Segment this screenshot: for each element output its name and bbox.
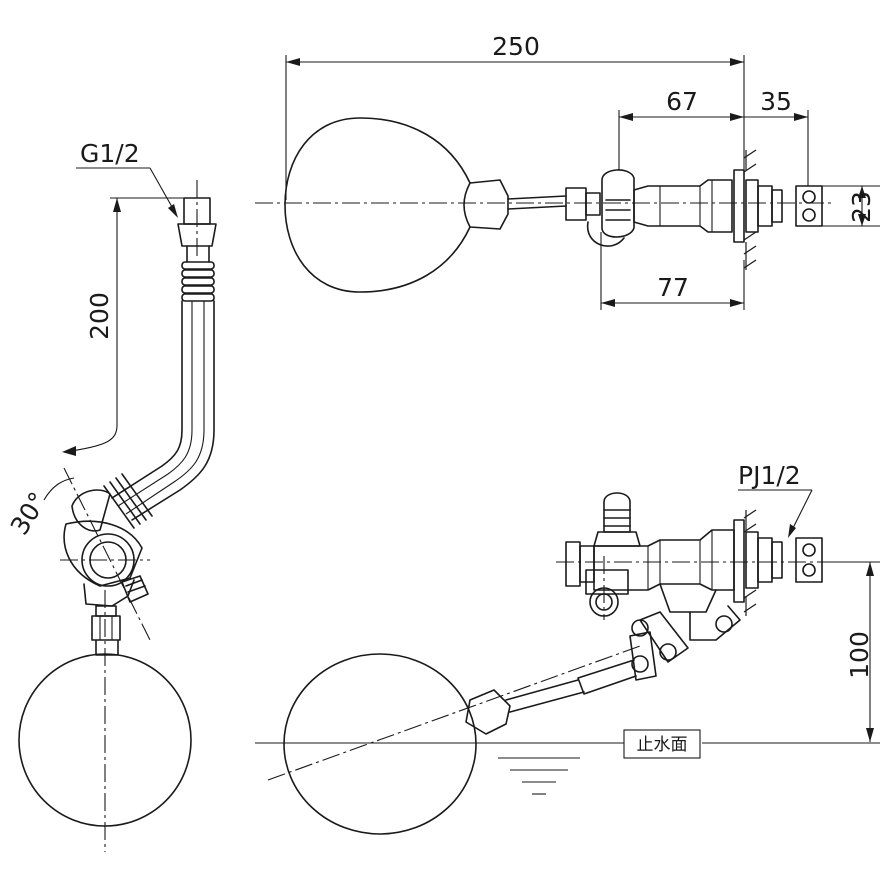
- top-lock-nut-1: [745, 179, 759, 233]
- top-arm-rod: [507, 195, 567, 200]
- side-view: [18, 180, 217, 852]
- front-threaded-stub: [771, 541, 783, 579]
- label-inlet-thread-side: G1/2: [80, 139, 140, 168]
- top-dimensions: 250 67 35 23 77: [285, 32, 880, 310]
- top-elbow: [601, 169, 635, 238]
- side-stem-clamp: [91, 615, 121, 641]
- water-surface-symbol: [498, 757, 580, 795]
- front-view: [267, 492, 835, 835]
- front-float-ball: [283, 653, 477, 835]
- top-union-nut-flat-2: [802, 208, 816, 222]
- front-arm-rod: [505, 679, 579, 701]
- front-wall-hatch: [743, 509, 757, 616]
- dim-tilt-angle: 30°: [5, 487, 53, 540]
- top-lock-nut-2: [757, 185, 773, 227]
- top-wall-hatch: [743, 149, 757, 270]
- front-wall-flange: [733, 519, 745, 603]
- top-pivot-block: [565, 187, 587, 221]
- dim-nut-length: 35: [760, 87, 792, 116]
- side-center-line-tilt: [63, 467, 151, 641]
- dim-water-level-height: 100: [845, 631, 874, 679]
- dim-body-length: 67: [666, 87, 698, 116]
- label-inlet-thread-front: PJ1/2: [738, 461, 801, 490]
- front-arm-sleeve: [577, 659, 637, 695]
- dim-overall-length: 250: [492, 32, 540, 61]
- side-pipe-outer: [131, 300, 215, 521]
- front-left-cap: [565, 541, 581, 587]
- side-inlet-nut: [177, 223, 217, 247]
- front-union-nut-flat-2: [802, 563, 816, 577]
- front-left-collar: [579, 545, 595, 583]
- top-elbow-threads: [605, 199, 631, 221]
- front-lock-nut-1: [745, 531, 759, 589]
- side-corrugation: [181, 261, 215, 302]
- top-threaded-stub: [771, 189, 783, 223]
- label-water-stop-level: 止水面: [637, 735, 688, 755]
- front-arm-rod-edge: [509, 691, 585, 713]
- front-lever-assembly: [629, 583, 741, 681]
- top-arm-rod-edge: [507, 205, 567, 210]
- front-dimensions: PJ1/2 100 止水面: [255, 461, 880, 795]
- front-top-nozzle: [593, 492, 641, 547]
- angle-arc: [43, 477, 75, 501]
- top-wall-flange: [733, 169, 745, 243]
- top-pivot-collar: [585, 192, 601, 216]
- front-lower-outlet: [585, 569, 629, 617]
- side-nozzle: [121, 575, 149, 603]
- front-valve-body: [593, 529, 735, 591]
- side-pipe-inner: [111, 300, 183, 499]
- dim-valve-offset: 77: [657, 273, 689, 302]
- front-lock-nut-2: [757, 537, 773, 583]
- side-dimensions: G1/2 200 30°: [5, 139, 184, 540]
- front-float-neck: [465, 689, 511, 735]
- top-lower-nozzle: [586, 221, 625, 247]
- side-valve-head: [71, 489, 111, 532]
- side-stem-base: [95, 639, 119, 656]
- side-stem-collar: [95, 605, 117, 617]
- dim-arm-height: 200: [85, 292, 114, 340]
- top-union-nut-flat-1: [802, 190, 816, 204]
- top-valve-body: [633, 179, 733, 233]
- top-view: [255, 117, 835, 293]
- side-valve-body: [63, 520, 143, 587]
- front-union-nut-flat-1: [802, 543, 816, 557]
- front-union-nut: [795, 537, 823, 583]
- water-level-label-box: [623, 729, 701, 759]
- front-tilt-center-line: [267, 645, 641, 781]
- top-float-ball: [284, 117, 471, 293]
- top-float-neck: [463, 179, 509, 230]
- dim-body-height: 23: [847, 191, 876, 223]
- top-union-nut: [795, 185, 823, 227]
